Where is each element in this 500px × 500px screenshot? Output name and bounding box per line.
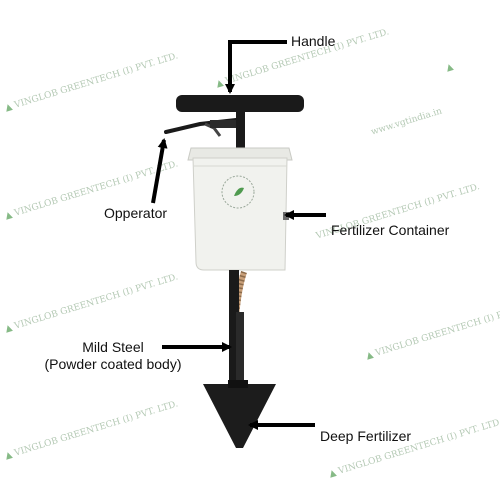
label-container: Fertilizer Container [331,222,450,238]
label-body: Mild Steel (Powder coated body) [28,339,198,373]
label-handle: Handle [291,33,336,49]
container-body [192,157,288,271]
handle-bar [176,95,304,112]
label-tip: Deep Fertilizer [320,428,412,444]
label-body-line1: Mild Steel [82,339,144,355]
main-shaft [229,270,239,382]
operator-arrow [151,138,168,204]
emblem-leaf [234,187,244,196]
handle-arrow [225,40,287,94]
operator-mount [210,120,236,128]
deep-fertilizer-tip [203,384,276,448]
container-lid [187,147,293,161]
handle-stem [236,108,245,153]
emblem-logo [221,175,255,209]
label-body-line2: (Powder coated body) [44,356,182,372]
label-operator: Opperator [104,205,168,221]
